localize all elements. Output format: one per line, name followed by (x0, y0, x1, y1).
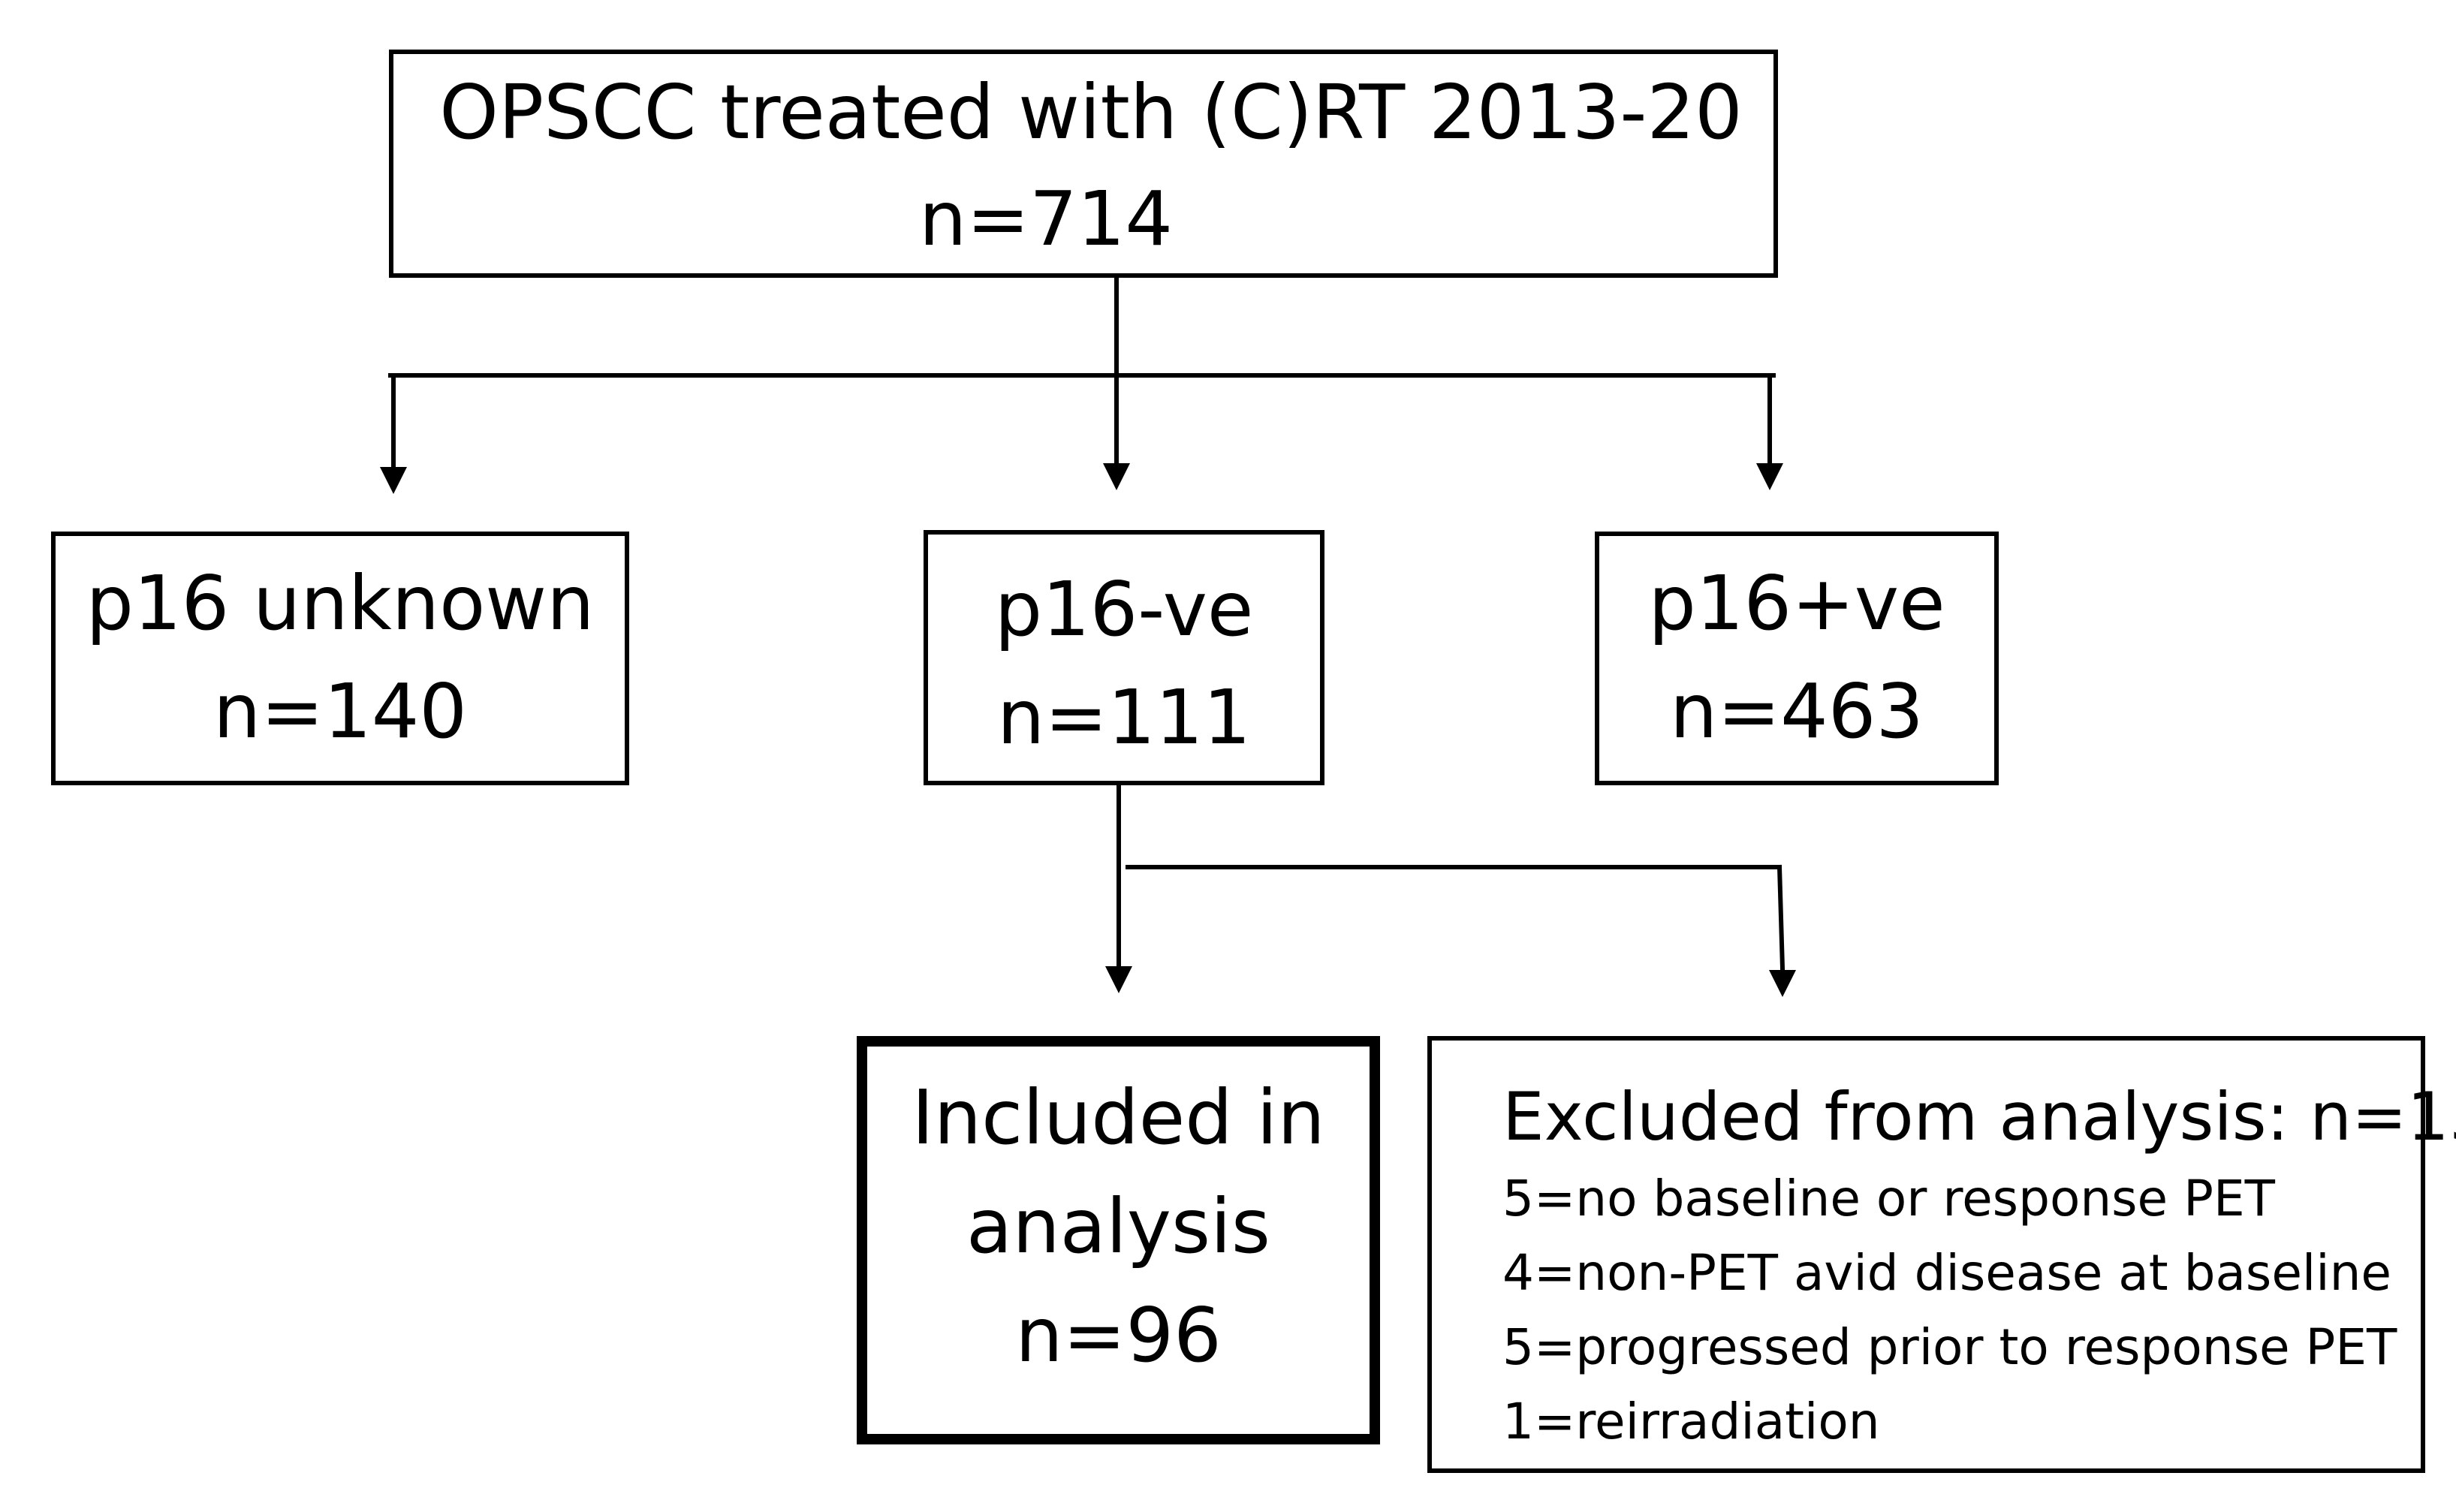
node-excluded: Excluded from analysis: n=15 5=no baseli… (1427, 1036, 2456, 1473)
node-excluded-title: Excluded from analysis: n=15 (1502, 1078, 2456, 1155)
node-excluded-reason: 5=no baseline or response PET (1502, 1170, 2275, 1227)
arrowhead-excluded (1769, 970, 1796, 997)
node-p16-unknown: p16 unknown n=140 (51, 532, 629, 785)
node-p16-negative-title: p16-ve (994, 565, 1254, 653)
node-p16-unknown-count: n=140 (212, 667, 468, 755)
node-included: Included in analysis n=96 (857, 1036, 1380, 1444)
node-p16-negative: p16-ve n=111 (924, 530, 1324, 785)
node-cohort-count: n=714 (918, 175, 1174, 263)
arrowhead-p16-negative (1103, 463, 1130, 490)
node-p16-positive-title: p16+ve (1648, 559, 1945, 647)
connector-to-excluded (1776, 864, 1785, 971)
node-cohort-title: OPSCC treated with (C)RT 2013-20 (439, 68, 1743, 156)
node-cohort: OPSCC treated with (C)RT 2013-20 n=714 (389, 50, 1778, 278)
node-excluded-reason: 4=non-PET avid disease at baseline (1502, 1244, 2392, 1302)
arrowhead-included (1105, 966, 1132, 993)
node-p16-positive-count: n=463 (1669, 667, 1924, 755)
node-p16-negative-count: n=111 (996, 673, 1252, 761)
node-p16-positive: p16+ve n=463 (1595, 532, 1999, 785)
arrowhead-p16-positive (1756, 463, 1783, 490)
node-p16-unknown-title: p16 unknown (86, 559, 595, 647)
node-included-line1: Included in (912, 1074, 1325, 1161)
arrowhead-p16-unknown (380, 467, 407, 494)
node-excluded-reason: 5=progressed prior to response PET (1502, 1318, 2397, 1376)
node-included-line2: analysis (966, 1182, 1270, 1270)
node-excluded-reason: 1=reirradiation (1502, 1393, 1880, 1450)
node-included-count: n=96 (1015, 1291, 1222, 1379)
